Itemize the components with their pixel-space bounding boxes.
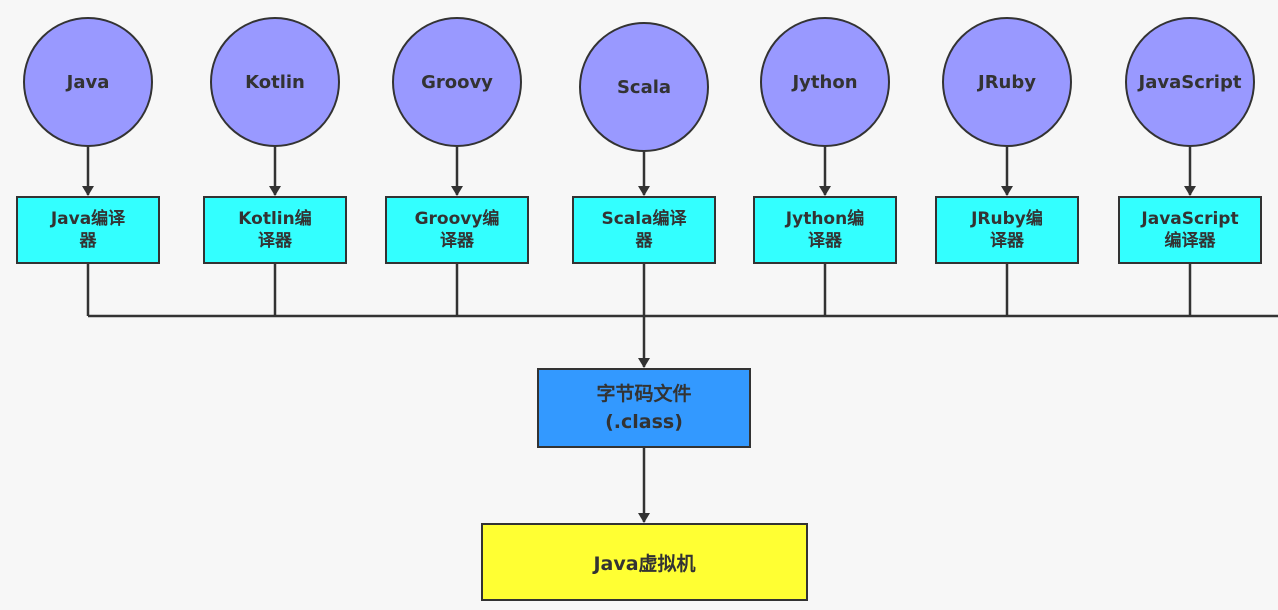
compiler-box-java: Java编译器 bbox=[16, 196, 160, 264]
compiler-label: JRuby编 bbox=[971, 209, 1043, 229]
language-node-jython: Jython bbox=[760, 17, 890, 147]
language-node-kotlin: Kotlin bbox=[210, 17, 340, 147]
compiler-label: 译器 bbox=[808, 231, 842, 251]
jvm-box: Java虚拟机 bbox=[481, 523, 808, 601]
compiler-box-groovy: Groovy编译器 bbox=[385, 196, 529, 264]
compiler-label: 译器 bbox=[990, 231, 1024, 251]
compiler-box-jython: Jython编译器 bbox=[753, 196, 897, 264]
compiler-box-kotlin: Kotlin编译器 bbox=[203, 196, 347, 264]
compiler-box-jruby: JRuby编译器 bbox=[935, 196, 1079, 264]
compiler-label: 编译器 bbox=[1164, 231, 1216, 251]
bytecode-ext-label: (.class) bbox=[605, 411, 683, 433]
compiler-label: Groovy编 bbox=[414, 209, 500, 229]
language-node-javascript: JavaScript bbox=[1125, 17, 1255, 147]
compiler-label: 器 bbox=[635, 231, 653, 251]
compiler-box-scala: Scala编译器 bbox=[572, 196, 716, 264]
jvm-label: Java虚拟机 bbox=[593, 552, 696, 575]
language-node-java: Java bbox=[23, 17, 153, 147]
compiler-label: Jython编 bbox=[785, 209, 865, 229]
compiler-label: 译器 bbox=[440, 231, 474, 251]
compiler-label: Java编译 bbox=[50, 209, 126, 229]
language-label: JRuby bbox=[978, 71, 1036, 93]
compiler-label: Scala编译 bbox=[601, 209, 687, 229]
language-label: Scala bbox=[616, 76, 672, 98]
compiler-label: JavaScript bbox=[1141, 209, 1239, 229]
bytecode-file-box: 字节码文件 (.class) bbox=[537, 368, 751, 448]
language-label: Jython bbox=[792, 71, 858, 93]
language-label: Kotlin bbox=[245, 71, 305, 93]
language-label: Groovy bbox=[421, 71, 493, 93]
language-node-groovy: Groovy bbox=[392, 17, 522, 147]
language-label: JavaScript bbox=[1138, 71, 1242, 93]
bytecode-label: 字节码文件 bbox=[596, 383, 692, 405]
compiler-label: Kotlin编 bbox=[238, 209, 312, 229]
language-label: Java bbox=[66, 71, 110, 93]
compiler-label: 器 bbox=[79, 231, 97, 251]
compiler-label: 译器 bbox=[258, 231, 292, 251]
language-node-jruby: JRuby bbox=[942, 17, 1072, 147]
language-node-scala: Scala bbox=[579, 22, 709, 152]
